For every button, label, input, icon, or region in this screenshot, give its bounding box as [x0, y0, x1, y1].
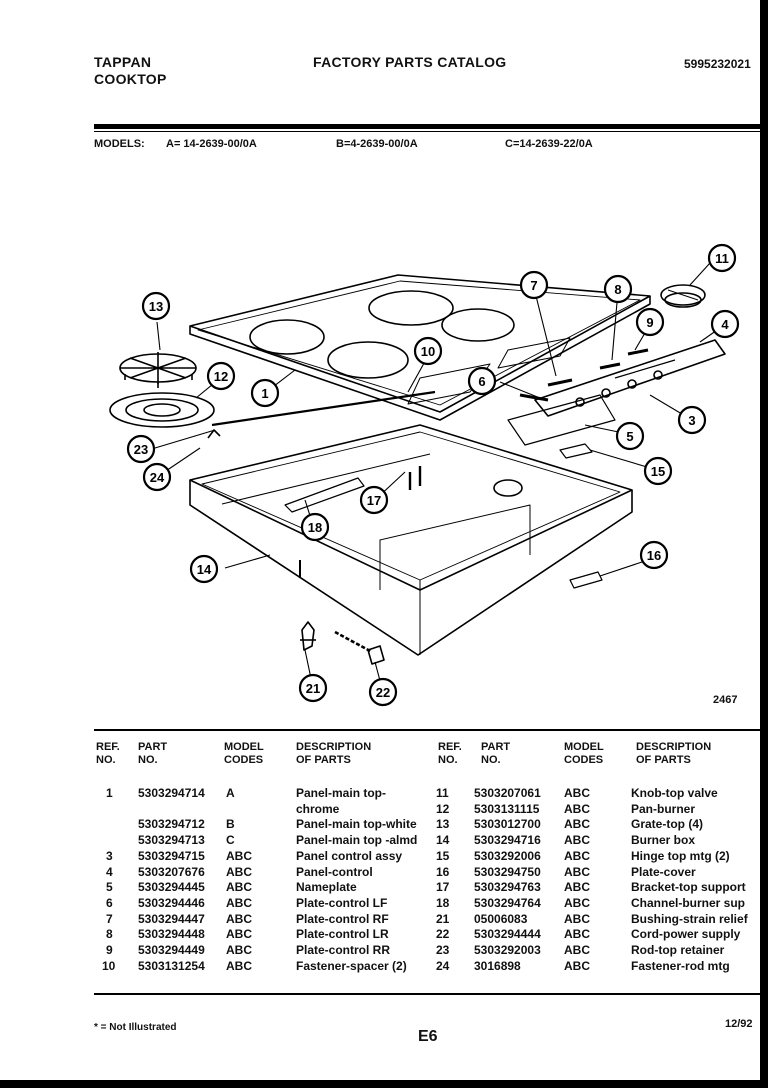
strain-relief — [300, 621, 316, 651]
plate-cover — [569, 571, 603, 589]
header-rule — [94, 124, 764, 129]
knob-top-valve — [660, 284, 706, 308]
power-cord — [334, 630, 385, 665]
grate-top — [119, 352, 197, 388]
callout-12: 12 — [214, 369, 228, 384]
callout-10: 10 — [421, 344, 435, 359]
callout-24: 24 — [150, 470, 165, 485]
brand-block: TAPPAN COOKTOP — [94, 54, 167, 88]
callout-22: 22 — [376, 685, 390, 700]
callout-16: 16 — [647, 548, 661, 563]
model-a: A= 14-2639-00/0A — [166, 138, 257, 150]
exploded-parts-diagram: 1 3 4 5 6 7 8 9 10 11 12 13 14 15 16 17 … — [109, 243, 740, 707]
control-panel — [507, 339, 726, 446]
catalog-title: FACTORY PARTS CATALOG — [313, 54, 507, 70]
callout-13: 13 — [149, 299, 163, 314]
callout-7: 7 — [530, 278, 537, 293]
table-top-rule — [94, 729, 764, 731]
model-c: C=14-2639-22/0A — [505, 138, 593, 150]
product-type: COOKTOP — [94, 71, 167, 87]
callout-18: 18 — [308, 520, 322, 535]
callout-17: 17 — [367, 493, 381, 508]
hinge-top — [559, 443, 593, 459]
callout-9: 9 — [646, 315, 653, 330]
callout-14: 14 — [197, 562, 212, 577]
callout-5: 5 — [626, 429, 633, 444]
rod-top-retainer — [211, 390, 436, 427]
callout-4: 4 — [721, 317, 729, 332]
main-top-panel — [189, 274, 651, 421]
catalog-number: 5995232021 — [684, 57, 751, 71]
diagram-number: 2467 — [713, 694, 738, 706]
brand-name: TAPPAN — [94, 54, 152, 70]
callout-3: 3 — [688, 413, 695, 428]
page-edge-right — [760, 0, 768, 1088]
burner-pan — [109, 392, 215, 428]
header-rule-thin — [94, 131, 764, 132]
revision-date: 12/92 — [725, 1018, 753, 1030]
page-number: E6 — [418, 1028, 438, 1045]
models-label: MODELS: — [94, 138, 145, 150]
callout-6: 6 — [478, 374, 485, 389]
callout-1: 1 — [261, 386, 268, 401]
callout-11: 11 — [715, 251, 729, 266]
header-ref-right: REF.NO. — [438, 741, 462, 766]
page-edge-bottom — [0, 1080, 768, 1088]
callout-15: 15 — [651, 464, 665, 479]
burner-box — [189, 424, 633, 656]
header-ref-left: REF.NO. — [96, 741, 120, 766]
table-bottom-rule — [94, 993, 764, 995]
callout-23: 23 — [134, 442, 148, 457]
model-b: B=4-2639-00/0A — [336, 138, 418, 150]
callout-8: 8 — [614, 282, 621, 297]
callout-21: 21 — [306, 681, 320, 696]
footnote: * = Not Illustrated — [94, 1022, 177, 1033]
